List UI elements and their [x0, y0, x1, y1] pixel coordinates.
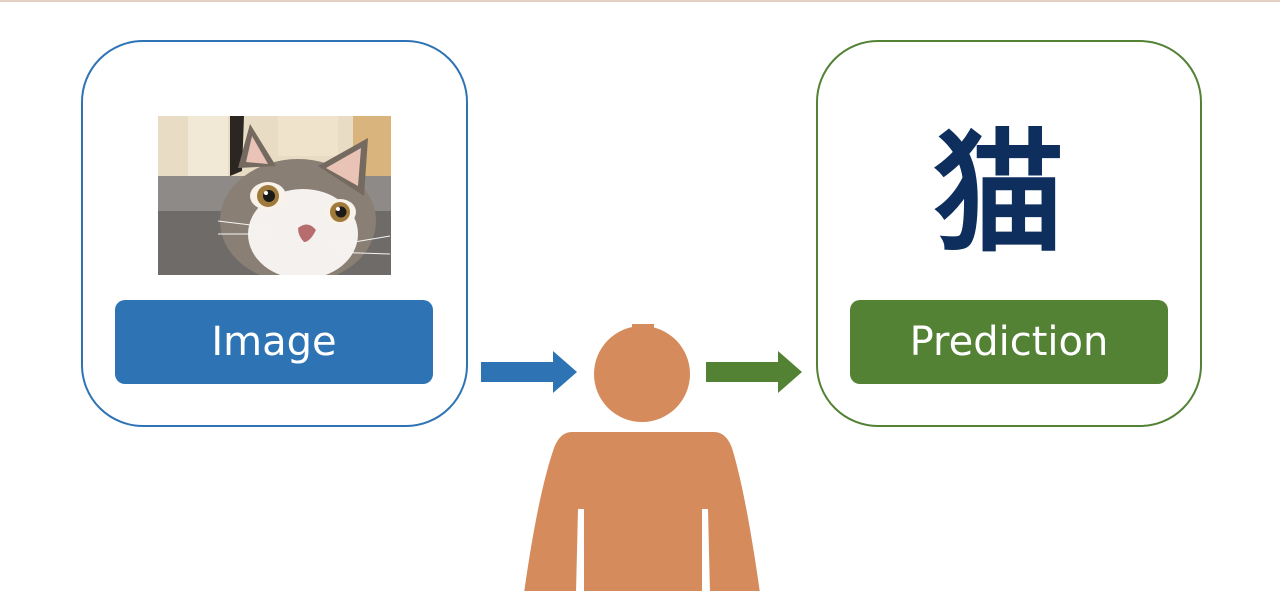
cat-photo: [158, 116, 391, 275]
prediction-glyph: 猫: [933, 116, 1065, 271]
image-label: Image: [115, 300, 433, 384]
prediction-label: Prediction: [850, 300, 1168, 384]
person-icon: [524, 324, 760, 591]
arrow-right-icon: [481, 351, 577, 393]
arrow-right-icon: [706, 351, 802, 393]
